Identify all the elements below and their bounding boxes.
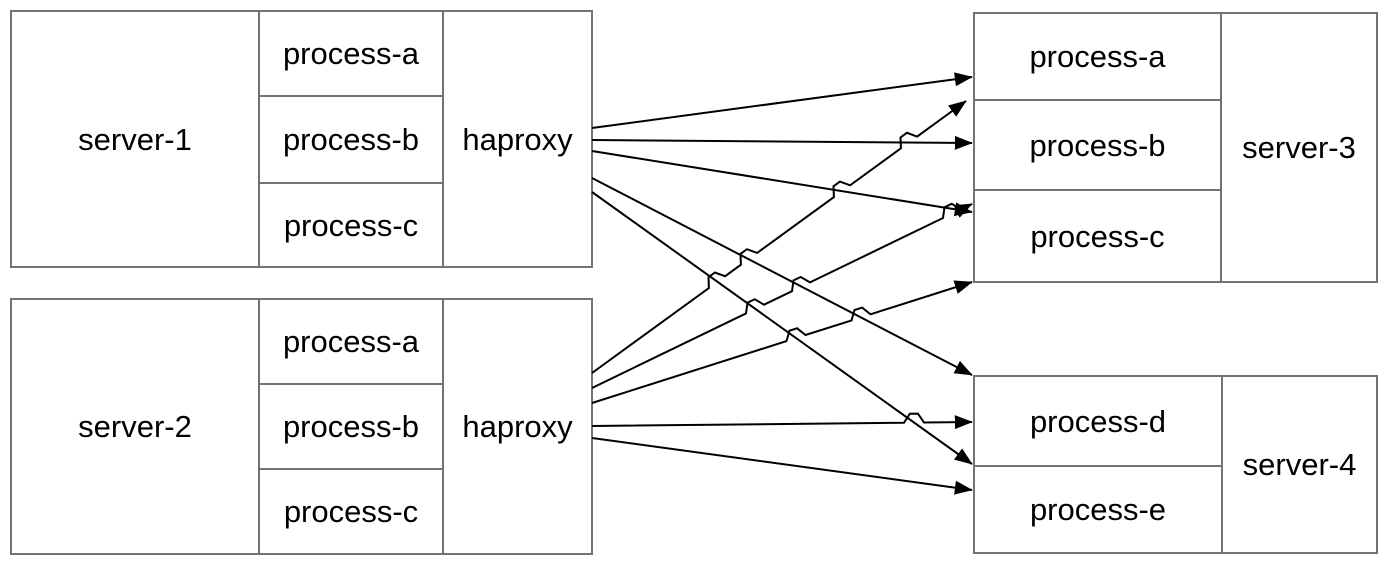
server-1-process-c: [258, 182, 444, 268]
server-4-box: [973, 375, 1378, 554]
server-3-process-b: [973, 99, 1222, 191]
server-3-box: [973, 12, 1378, 283]
edge-haproxy1-to-server3-process-b: [591, 135, 973, 150]
server-4-process-e: [973, 465, 1223, 554]
server-2-process-c: [258, 468, 444, 555]
server-2-haproxy: [442, 298, 593, 555]
edge-haproxy1-to-server4-process-e: [591, 191, 973, 465]
server-3-process-c: [973, 189, 1222, 283]
edge-haproxy1-to-server4-process-d: [591, 177, 973, 376]
server-1-haproxy: [442, 10, 593, 268]
edge-haproxy2-to-server3-process-c: [591, 280, 973, 404]
edge-haproxy2-to-server3-process-a: [591, 100, 967, 374]
server-1-process-b: [258, 95, 444, 184]
server-2-process-b: [258, 383, 444, 470]
server-4-process-d: [973, 375, 1223, 467]
server-1-process-a: [258, 10, 444, 97]
server-2-box: [10, 298, 593, 555]
edge-haproxy2-to-server4-process-e: [591, 437, 973, 495]
server-1-box: [10, 10, 593, 268]
edge-haproxy2-to-server4-process-d: [591, 412, 973, 430]
edge-haproxy2-to-server3-process-b: [591, 202, 973, 389]
edge-haproxy1-to-server3-process-a: [591, 72, 973, 129]
server-3-process-a: [973, 12, 1222, 101]
server-2-process-a: [258, 298, 444, 385]
edge-haproxy1-to-server3-process-c: [591, 150, 973, 217]
